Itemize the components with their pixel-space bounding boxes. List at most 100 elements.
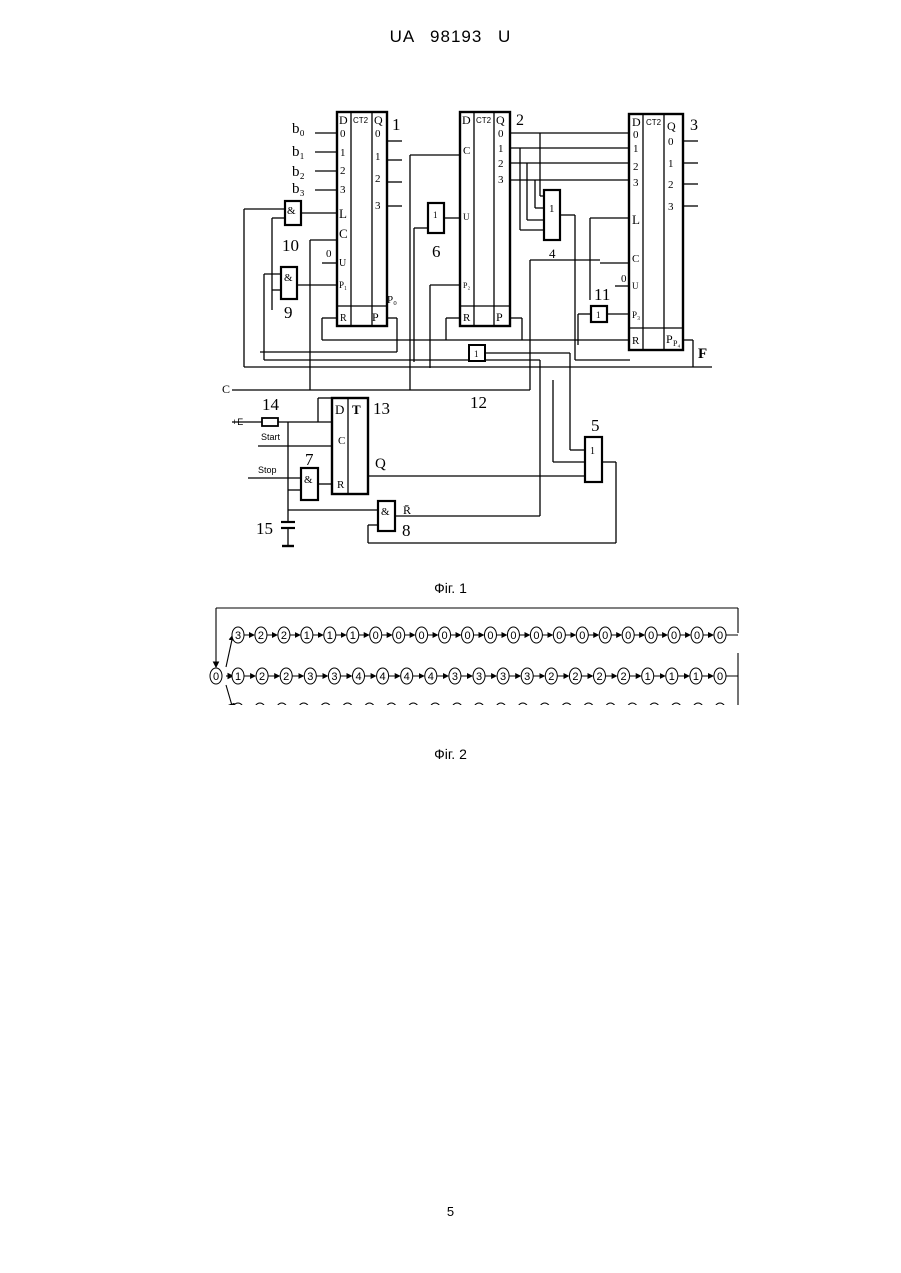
trigger-r-label: R	[337, 479, 345, 491]
and-gate-10-symbol: &	[287, 205, 296, 217]
state-node-row-3-circle	[517, 703, 529, 705]
counter-2-p2-pin: P₂	[463, 281, 470, 290]
state-node-row-1: 0	[648, 630, 654, 642]
counter-1-d1: 1	[340, 147, 346, 159]
or-gate-12-symbol: 1	[474, 349, 479, 359]
counter-3-zero-pin: 0	[621, 273, 627, 285]
counter-2-ct-label: CT2	[476, 116, 492, 125]
state-node-row-3-circle	[561, 703, 573, 705]
input-b1: b₁	[292, 144, 305, 160]
counter-1-ct-label: CT2	[353, 116, 369, 125]
figure-1-caption: Фіг. 1	[0, 580, 901, 596]
counter-3-ct-label: CT2	[646, 118, 662, 127]
counter-3-d2: 2	[633, 161, 639, 173]
state-node-row-2: 2	[596, 671, 602, 683]
counter-1-u-pin: U	[339, 258, 347, 269]
resistor-14-label: 14	[262, 395, 280, 414]
counter-3-u-pin: U	[632, 281, 639, 291]
state-node-row-2: 1	[645, 671, 651, 683]
counter-1-p1-pin: P₁	[339, 280, 347, 290]
and-gate-7-number: 7	[305, 450, 314, 469]
figure-1-circuit-diagram: D CT2 Q 1 0 1 2 3 0 1 2 3 L C 0 U P₁ R P…	[0, 0, 901, 600]
state-node-row-3-circle	[429, 703, 441, 705]
counter-3-q-label: Q	[667, 119, 676, 133]
state-node-row-1: 0	[396, 630, 402, 642]
state-node-row-3-circle	[298, 703, 310, 705]
output-f-label: F	[698, 346, 707, 362]
state-node-row-3-circle	[670, 703, 682, 705]
counter-2-d-label: D	[462, 113, 471, 127]
state-node-row-1: 0	[442, 630, 448, 642]
state-node-row-1: 1	[350, 630, 356, 642]
counter-3-p4-label: P₄	[673, 339, 680, 348]
and-gate-8-number: 8	[402, 521, 411, 540]
state-node-row-2: 3	[500, 671, 506, 683]
or-gate-11-number: 11	[594, 285, 610, 304]
state-node-row-2: 2	[572, 671, 578, 683]
state-node-row-2: 3	[476, 671, 482, 683]
or-gate-4-symbol: 1	[549, 203, 555, 215]
clock-signal-label: C	[222, 382, 230, 396]
counter-2-number: 2	[516, 112, 524, 129]
state-node-row-2: 0	[717, 671, 723, 683]
state-node-row-1: 0	[510, 630, 516, 642]
state-node-row-2: 4	[428, 671, 434, 683]
trigger-d-label: D	[335, 402, 344, 417]
state-node-row-1: 0	[373, 630, 379, 642]
counter-1-q3: 3	[375, 200, 381, 212]
counter-2-r-pin: R	[463, 312, 471, 324]
state-node-row-2: 1	[693, 671, 699, 683]
counter-3-d0: 0	[633, 129, 639, 141]
counter-1-r-pin: R	[340, 313, 347, 324]
state-node-row-1: 0	[487, 630, 493, 642]
counter-3-d-label: D	[632, 115, 641, 129]
stop-signal-label: Stop	[258, 465, 277, 475]
state-node-row-3-circle	[648, 703, 660, 705]
state-node-row-3-circle	[473, 703, 485, 705]
or-gate-4-number: 4	[549, 246, 556, 261]
or-gate-5-symbol: 1	[590, 446, 595, 457]
and-gate-9-symbol: &	[284, 272, 293, 284]
counter-3-r-pin: R	[632, 335, 640, 347]
state-node-row-3-circle	[692, 703, 704, 705]
state-node-row-3-circle	[254, 703, 266, 705]
or-gate-6-symbol: 1	[433, 210, 438, 220]
state-node-row-3-circle	[407, 703, 419, 705]
state-node-row-1: 0	[556, 630, 562, 642]
input-b0: b₀	[292, 121, 305, 137]
or-gate-12-number: 12	[470, 393, 487, 412]
state-node-row-2: 3	[307, 671, 313, 683]
state-node-row-3-circle	[539, 703, 551, 705]
counter-1-d2: 2	[340, 165, 346, 177]
state-node-row-3-circle	[232, 703, 244, 705]
counter-1-q-label: Q	[374, 113, 383, 127]
state-node-row-1: 0	[671, 630, 677, 642]
start-signal-label: Start	[261, 432, 281, 442]
counter-1-d-label: D	[339, 113, 348, 127]
and-gate-7-symbol: &	[304, 474, 313, 486]
state-node-row-1: 0	[579, 630, 585, 642]
state-node-row-1: 2	[258, 630, 264, 642]
state-start-node: 0	[213, 671, 219, 683]
or-gate-6-number: 6	[432, 242, 441, 261]
counter-3-l-pin: L	[632, 212, 640, 227]
counter-3-q0: 0	[668, 136, 674, 148]
or-gate-4	[544, 190, 560, 240]
figure-2-caption: Фіг. 2	[0, 746, 901, 762]
capacitor-15-label: 15	[256, 519, 273, 538]
counter-1-zero-pin: 0	[326, 248, 332, 260]
resistor-14	[262, 418, 278, 426]
state-node-row-1: 0	[419, 630, 425, 642]
or-gate-11-symbol: 1	[596, 310, 601, 320]
state-node-row-1: 0	[533, 630, 539, 642]
counter-1-c-pin: C	[339, 226, 348, 241]
state-node-row-3-circle	[583, 703, 595, 705]
counter-1-p0-label: P₀	[387, 294, 397, 306]
counter-3-p-pin: P	[666, 332, 673, 346]
counter-1-q1: 1	[375, 151, 381, 163]
and-gate-8-symbol: &	[381, 506, 390, 518]
counter-3-c-pin: C	[632, 253, 639, 265]
state-node-row-3-circle	[363, 703, 375, 705]
state-node-row-2: 4	[380, 671, 386, 683]
state-node-row-1: 0	[717, 630, 723, 642]
